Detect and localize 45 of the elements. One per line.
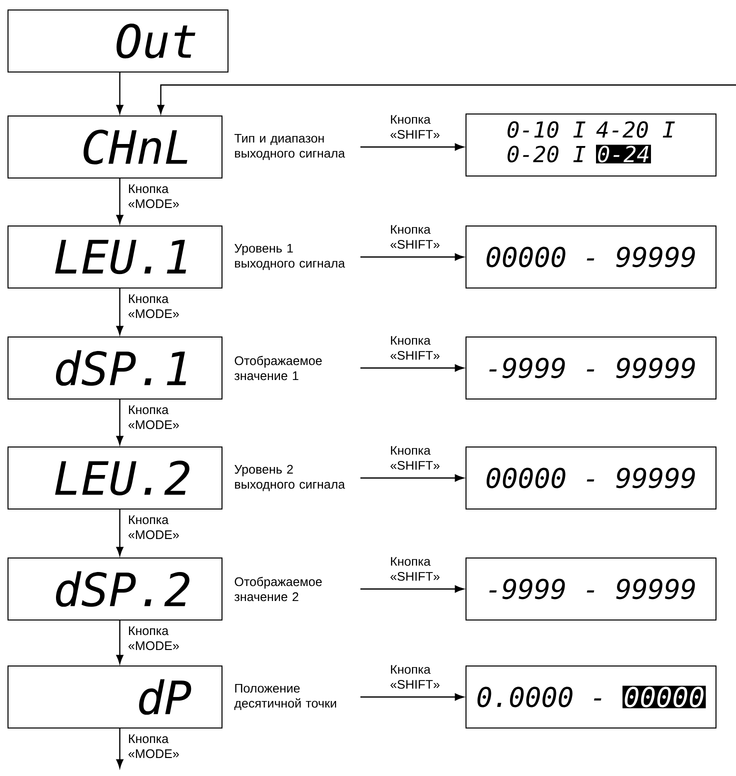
display-box: 0.0000 - 00000	[466, 666, 716, 728]
arrow	[116, 399, 124, 445]
arrow	[116, 72, 124, 114]
display-box: Out	[8, 10, 228, 72]
description-text: Положение десятичной точки	[234, 684, 336, 710]
edge-label: Кнопка «MODE»	[128, 515, 179, 540]
arrow	[360, 585, 464, 593]
edge-label: Кнопка «SHIFT»	[390, 557, 440, 581]
arrow	[116, 178, 124, 224]
display-box: dP	[8, 666, 222, 728]
display-box: dSP.1	[8, 336, 222, 400]
display-box: 00000 - 99999	[466, 446, 716, 510]
edge-label: Кнопка «MODE»	[128, 626, 179, 650]
edge-label: Кнопка «SHIFT»	[390, 115, 440, 139]
display-box: 0-10 I 4-20 I 0-20 I 0-24	[466, 114, 716, 176]
display-box: CHnL	[8, 116, 222, 178]
edge-label: Кнопка «MODE»	[128, 734, 179, 758]
description-text: Уровень 2 выходного сигнала	[234, 464, 346, 492]
edge-label: Кнопка «MODE»	[128, 184, 179, 208]
display-box: LEU.1	[8, 226, 222, 288]
edge-label: Кнопка «MODE»	[128, 294, 179, 318]
arrow	[360, 474, 464, 482]
description-text: Отображаемое значение 1	[234, 356, 322, 380]
arrow	[116, 620, 124, 664]
display-box: -9999 - 99999	[466, 336, 716, 400]
arrow	[360, 253, 464, 261]
edge-label: Кнопка «SHIFT»	[390, 336, 440, 360]
description-text: Тип и диапазон выходного сигнала	[234, 134, 346, 160]
display-box: dSP.2	[8, 558, 222, 620]
description-text: Уровень 1 выходного сигнала	[234, 244, 346, 270]
display-box: LEU.2	[8, 446, 222, 510]
edge-label: Кнопка «SHIFT»	[390, 665, 440, 689]
description-text: Отображаемое значение 2	[234, 576, 322, 602]
edge-label: Кнопка «SHIFT»	[390, 225, 440, 249]
edge-label: Кнопка «SHIFT»	[390, 446, 440, 470]
arrow	[116, 728, 124, 768]
arrow	[116, 509, 124, 556]
arrow	[360, 364, 464, 372]
arrow	[360, 693, 464, 701]
display-box: 00000 - 99999	[466, 226, 716, 288]
arrow	[157, 84, 736, 114]
arrow	[360, 143, 464, 151]
arrow	[116, 288, 124, 335]
edge-label: Кнопка «MODE»	[128, 405, 179, 430]
display-box: -9999 - 99999	[466, 558, 716, 620]
